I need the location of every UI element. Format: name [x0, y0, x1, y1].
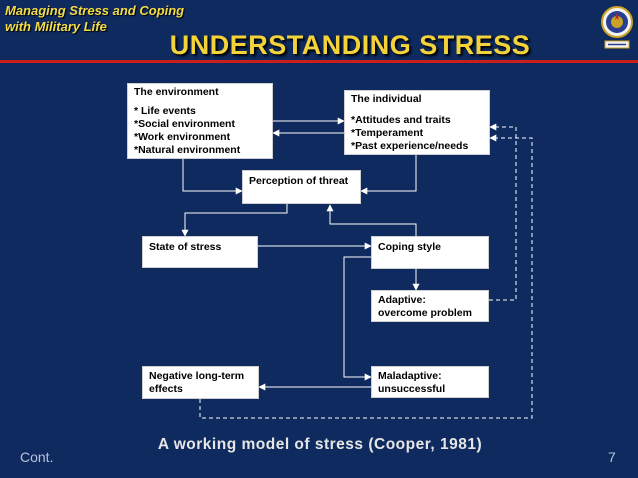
adaptive-line-2: overcome problem	[378, 307, 472, 319]
maladaptive-line-2: unsuccessful	[378, 383, 446, 395]
maladaptive-box: Maladaptive: unsuccessful	[371, 366, 489, 398]
negative-effects-box: Negative long-term effects	[142, 366, 259, 399]
title-divider	[0, 60, 638, 63]
individual-heading: The individual	[351, 93, 422, 105]
environment-item: *Social environment	[134, 118, 235, 130]
perception-label: Perception of threat	[249, 175, 349, 187]
individual-item: *Past experience/needs	[351, 140, 469, 152]
footer-cont-label: Cont.	[20, 449, 54, 465]
individual-item: *Attitudes and traits	[351, 114, 451, 126]
maladaptive-line-1: Maladaptive:	[378, 370, 442, 382]
page-number: 7	[608, 449, 616, 465]
state-of-stress-label: State of stress	[149, 241, 222, 253]
state-of-stress-box: State of stress	[142, 236, 258, 268]
negative-line-1: Negative long-term	[149, 370, 245, 382]
coping-style-box: Coping style	[371, 236, 489, 269]
adaptive-line-1: Adaptive:	[378, 294, 426, 306]
slide-title: UNDERSTANDING STRESS	[169, 30, 531, 60]
coping-style-label: Coping style	[378, 241, 442, 253]
negative-line-2: effects	[149, 383, 183, 395]
environment-item: * Life events	[134, 105, 196, 117]
environment-item: *Work environment	[134, 131, 231, 143]
figure-caption: A working model of stress (Cooper, 1981)	[157, 436, 483, 453]
environment-box: The environment * Life events *Social en…	[127, 83, 273, 159]
environment-heading: The environment	[134, 86, 219, 98]
course-title-line-2: with Military Life	[5, 19, 107, 34]
military-emblem-icon	[601, 6, 633, 49]
course-title: Managing Stress and Coping with Military…	[5, 3, 184, 35]
course-title-line-1: Managing Stress and Coping	[5, 3, 185, 18]
adaptive-box: Adaptive: overcome problem	[371, 290, 489, 322]
individual-box: The individual *Attitudes and traits *Te…	[344, 90, 490, 155]
environment-item: *Natural environment	[134, 144, 241, 156]
perception-box: Perception of threat	[242, 170, 361, 204]
individual-item: *Temperament	[351, 127, 424, 139]
